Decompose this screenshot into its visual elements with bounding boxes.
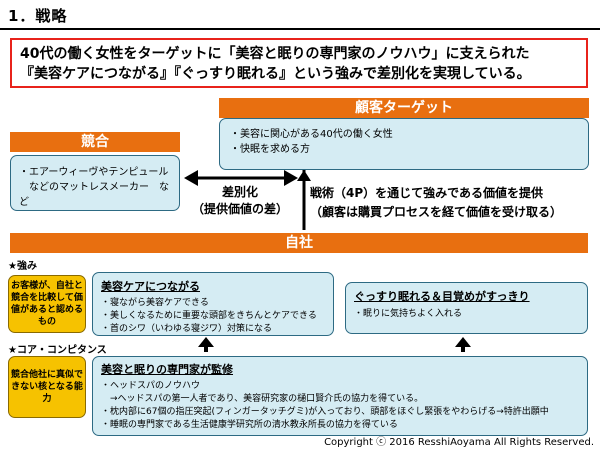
core-competence-item: ・枕内部に67個の指圧突起(フィンガータッチグミ)が入っており、頭部をほぐし緊張… xyxy=(101,407,549,417)
core-competence-item: ・睡眠の専門家である生活健康学研究所の清水教永所長の協力を得ている xyxy=(101,420,398,430)
competition-box: ・エアーウィーヴやテンピュール などのマットレスメーカー など xyxy=(10,155,180,211)
strength-beauty-title: 美容ケアにつながる xyxy=(101,280,200,293)
core-competence-item: ・ヘッドスパのノウハウ xyxy=(101,381,201,391)
strength-beauty-item: ・寝ながら美容ケアできる xyxy=(101,298,209,308)
competition-item: などのマットレスメーカー など xyxy=(19,182,169,208)
competition-header: 競合 xyxy=(10,132,180,152)
core-to-sleep-arrow xyxy=(455,337,471,352)
headline-line-2: 『美容ケアにつながる』『ぐっすり眠れる』という強みで差別化を実現している。 xyxy=(20,66,531,82)
page-title: 1．戦略 xyxy=(8,7,68,25)
title-divider xyxy=(0,28,600,30)
differentiation-subtitle: （提供価値の差） xyxy=(191,202,288,216)
differentiation-title: 差別化 xyxy=(221,185,258,199)
headline-line-1: 40代の働く女性をターゲットに「美容と眠りの専門家のノウハウ」に支えられた xyxy=(20,46,530,62)
core-competence-section-label: ★コア・コンピタンス xyxy=(8,345,107,356)
customer-item: ・快眠を求める方 xyxy=(230,144,310,155)
strength-beauty-box: 美容ケアにつながる ・寝ながら美容ケアできる ・美しくなるために重要な頭部をきち… xyxy=(92,272,334,336)
strength-definition-box: お客様が、自社と競合を比較して価値があると認めるもの xyxy=(8,275,86,333)
strength-section-label: ★強み xyxy=(8,261,37,272)
customer-item: ・美容に関心がある40代の働く女性 xyxy=(230,129,393,140)
core-competence-box: 美容と眠りの専門家が監修 ・ヘッドスパのノウハウ →ヘッドスパの第一人者であり、… xyxy=(92,356,588,436)
strength-sleep-item: ・眠りに気持ちよく入れる xyxy=(354,309,463,319)
strength-definition-text: お客様が、自社と競合を比較して価値があると認めるもの xyxy=(11,281,84,327)
tactics-label: 戦術（4P）を通じて強みである価値を提供 （顧客は購買プロセスを経て価値を受け取… xyxy=(310,184,595,222)
customer-connector-arrow xyxy=(297,170,311,230)
strength-sleep-title: ぐっすり眠れる＆目覚めがすっきり xyxy=(354,290,530,303)
core-competence-title: 美容と眠りの専門家が監修 xyxy=(101,363,233,376)
core-to-beauty-arrow xyxy=(198,337,214,352)
strength-beauty-item: ・美しくなるために重要な頭部をきちんとケアできる xyxy=(101,311,317,321)
customer-target-header: 顧客ターゲット xyxy=(219,98,589,118)
tactics-line-1: 戦術（4P）を通じて強みである価値を提供 xyxy=(310,186,544,200)
core-competence-definition-text: 競合他社に真似できない核となる能力 xyxy=(11,370,84,404)
competition-item: ・エアーウィーヴやテンピュール xyxy=(19,167,169,178)
differentiation-label: 差別化 （提供価値の差） xyxy=(185,184,295,218)
tactics-line-2: （顧客は購買プロセスを経て価値を受け取る） xyxy=(310,205,563,219)
headline-box: 40代の働く女性をターゲットに「美容と眠りの専門家のノウハウ」に支えられた 『美… xyxy=(10,38,588,88)
strength-beauty-item: ・首のシワ（いわゆる寝ジワ）対策になる xyxy=(101,324,273,334)
company-header: 自社 xyxy=(10,233,588,253)
core-competence-definition-box: 競合他社に真似できない核となる能力 xyxy=(8,356,86,418)
core-competence-item: →ヘッドスパの第一人者であり、美容研究家の樋口賢介氏の協力を得ている。 xyxy=(101,394,424,404)
copyright-notice: Copyright ⓒ 2016 ResshiAoyama All Rights… xyxy=(324,437,594,448)
strength-sleep-box: ぐっすり眠れる＆目覚めがすっきり ・眠りに気持ちよく入れる xyxy=(345,282,588,334)
customer-target-box: ・美容に関心がある40代の働く女性 ・快眠を求める方 xyxy=(219,118,589,170)
